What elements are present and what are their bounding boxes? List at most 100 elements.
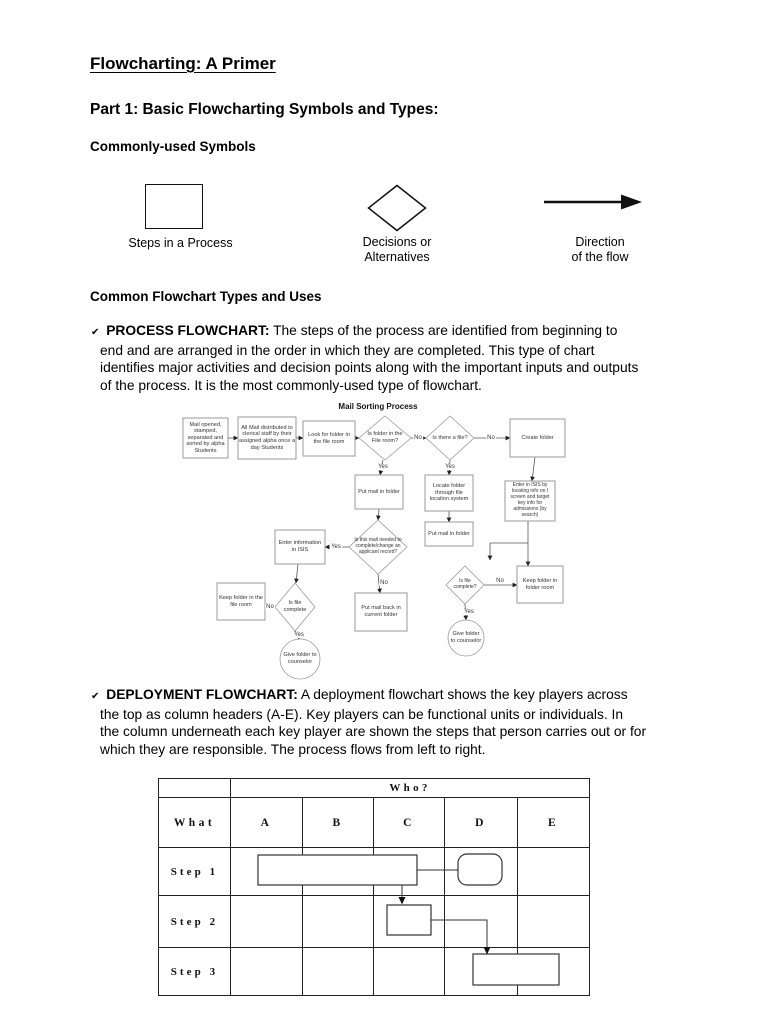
table-cell [373, 847, 445, 896]
mail-sorting-flowchart: Mail Sorting Process Mail opened, stampe… [168, 396, 592, 688]
flowchart-shape-enter-in-isis [504, 480, 556, 522]
flow-direction-label: Direction of the flow [571, 235, 629, 264]
page-title: Flowcharting: A Primer [90, 54, 276, 73]
flowchart-node-is-file-complete-2: Is file complete? [453, 578, 477, 590]
process-step-symbol [145, 184, 203, 229]
flowchart-node-look-for-folder: Look for folder in the file room [308, 431, 350, 445]
flowchart-shape-put-mail-back [354, 592, 408, 632]
flowchart-edge-label: No [265, 604, 275, 610]
column-header-d: D [444, 797, 518, 848]
table-cell [444, 947, 518, 996]
flowchart-edge-label: No [379, 580, 389, 586]
deployment-flowchart-term: DEPLOYMENT FLOWCHART: [106, 687, 298, 702]
step1-row-header: Step 1 [158, 847, 231, 896]
table-cell [516, 947, 591, 996]
flowchart-node-is-there-a-file: Is there a file? [432, 434, 468, 441]
flowchart-node-is-file-complete-1: Is file complete [283, 600, 307, 613]
flowchart-shape-put-mail-in-folder-2 [424, 521, 474, 547]
process-flowchart-paragraph: ✔ PROCESS FLOWCHART: The steps of the pr… [91, 322, 748, 394]
flowchart-node-put-mail-in-folder-2: Put mail in folder [428, 530, 470, 537]
flowchart-node-enter-in-isis: Enter in ISIS by locating info on I scre… [510, 482, 550, 518]
table-cell [158, 778, 231, 798]
table-cell [230, 895, 303, 948]
flowchart-node-keep-folder-file-room: Keep folder in the file room [219, 594, 263, 608]
flowchart-shape-create-folder [509, 418, 566, 458]
flowchart-connector [530, 456, 536, 482]
flowchart-node-put-mail-in-folder-1: Put mail in folder [358, 488, 400, 495]
decision-label: Decisions or Alternatives [362, 235, 432, 264]
flowchart-shape-keep-folder-folder-room [516, 565, 564, 604]
table-cell [230, 947, 303, 996]
column-header-c: C [373, 797, 445, 848]
table-cell [444, 895, 518, 948]
flowchart-connector [376, 508, 381, 521]
flowchart-node-locate-folder: Locate folder through file location syst… [429, 483, 469, 503]
flowchart-shape-give-folder-2 [447, 619, 485, 657]
flowchart-shape-give-folder-1 [279, 638, 321, 680]
flowchart-shape-mail-distributed [237, 416, 297, 460]
deployment-grid: Who? What A B C D E Step 1 Step 2 [158, 778, 591, 996]
flowchart-shape-is-file-complete-1 [274, 582, 316, 632]
table-cell [230, 847, 303, 896]
column-header-e: E [516, 797, 591, 848]
table-cell [373, 895, 445, 948]
flowchart-node-create-folder: Create folder [521, 434, 554, 441]
checkmark-icon: ✔ [91, 691, 100, 702]
step2-row-header: Step 2 [158, 895, 231, 948]
deployment-flowchart-paragraph: ✔ DEPLOYMENT FLOWCHART: A deployment flo… [91, 686, 748, 758]
process-flowchart-text: The steps of the process are identified … [100, 323, 639, 393]
flowchart-shape-look-for-folder [302, 420, 356, 457]
flowchart-shape-mail-opened [182, 417, 229, 459]
deployment-flowchart-text: A deployment flowchart shows the key pla… [100, 687, 647, 757]
flowchart-edge-label: Yes [293, 632, 305, 638]
flowchart-shape-enter-information [274, 529, 326, 565]
flowchart-node-mail-opened: Mail opened, stamped, separated and sort… [186, 421, 225, 454]
flowchart-connector [487, 542, 528, 561]
flowchart-shape-is-file-complete-2 [445, 565, 485, 605]
flowchart-shape-put-mail-in-folder-1 [354, 474, 404, 510]
table-cell [373, 947, 445, 996]
flowchart-node-is-mail-needed: Is this mail needed to complete/change a… [354, 537, 402, 555]
table-cell [302, 895, 374, 948]
table-cell [444, 847, 518, 896]
process-step-label: Steps in a Process [128, 236, 233, 250]
flowchart-edge-label: No [486, 435, 496, 441]
types-heading: Common Flowchart Types and Uses [90, 289, 322, 304]
flowchart-edge-label: Yes [377, 464, 389, 470]
step3-row-header: Step 3 [158, 947, 231, 996]
flowchart-edge-label: Yes [444, 464, 456, 470]
flowchart-node-give-folder-2: Give folder to counselor [450, 631, 482, 644]
column-header-a: A [230, 797, 303, 848]
table-cell [302, 847, 374, 896]
column-header-b: B [302, 797, 374, 848]
flowchart-node-is-folder-in-file-room: Is folder in the File room? [367, 431, 403, 444]
flowchart-shape-locate-folder [424, 474, 474, 512]
flowchart-edge-label: No [413, 435, 423, 441]
table-cell [516, 847, 591, 896]
decision-symbol [367, 184, 427, 232]
flowchart-shape-is-mail-needed [348, 519, 408, 575]
checkmark-icon: ✔ [91, 327, 100, 338]
flowchart-node-keep-folder-folder-room: Keep folder in folder room [522, 577, 558, 591]
flowchart-connector [294, 563, 299, 584]
flowchart-title: Mail Sorting Process [338, 402, 418, 411]
symbols-heading: Commonly-used Symbols [90, 139, 256, 154]
flowchart-edge-label: Yes [463, 609, 475, 615]
flowchart-canvas [182, 415, 566, 680]
process-flowchart-term: PROCESS FLOWCHART: [106, 323, 270, 338]
what-header: What [158, 797, 231, 848]
flowchart-edge-label: Yes [330, 544, 342, 550]
deployment-flowchart-table: Who? What A B C D E Step 1 Step 2 [158, 778, 591, 996]
table-cell [516, 895, 591, 948]
table-cell [302, 947, 374, 996]
flowchart-shape-is-there-a-file [425, 415, 475, 461]
who-header: Who? [229, 778, 591, 798]
flowchart-node-enter-information: Enter information in ISIS [278, 540, 322, 553]
flowchart-edge-label: No [495, 578, 505, 584]
flowchart-node-mail-distributed: All Mail distributed to clerical staff b… [239, 424, 295, 451]
flowchart-connector [377, 573, 382, 594]
part1-heading: Part 1: Basic Flowcharting Symbols and T… [90, 101, 439, 118]
flow-arrow-symbol [544, 194, 642, 210]
flowchart-node-put-mail-back: Put mail back in current folder [361, 605, 401, 618]
